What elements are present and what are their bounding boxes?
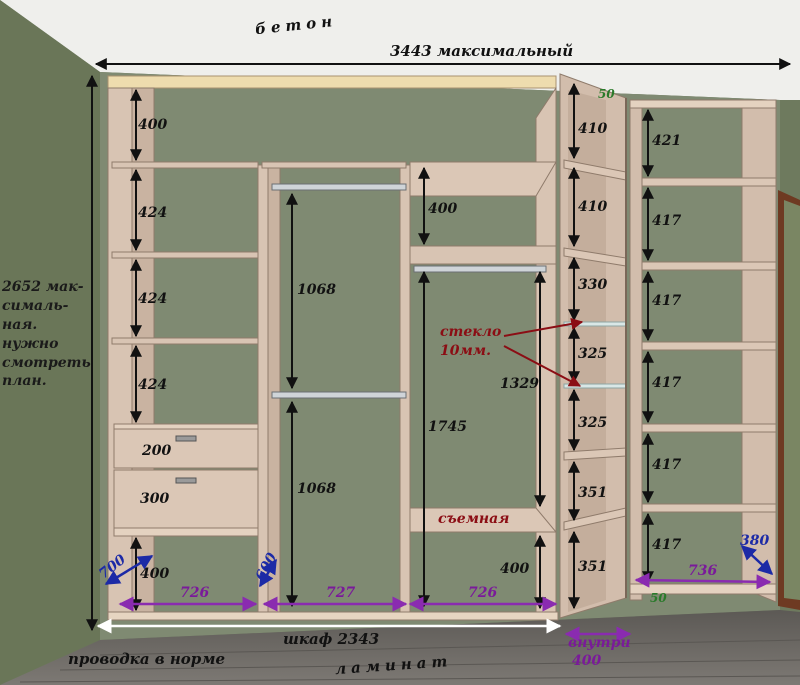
shelf-removable — [409, 507, 558, 533]
height-note: 2652 мак- сималь- ная. нужно смотреть пл… — [2, 279, 91, 390]
depth-arrow-right — [740, 544, 774, 576]
floor-plank — [59, 659, 800, 671]
glass-shelf — [563, 383, 627, 389]
ceiling — [0, 0, 800, 100]
shelf — [409, 245, 557, 265]
depth-right-label: 380 — [740, 533, 770, 549]
right-top — [629, 99, 777, 109]
column-width-label: 736 — [688, 563, 718, 579]
dim-label: 417 — [652, 537, 682, 553]
removable-label: съемная — [438, 511, 510, 527]
door-frame-inner — [784, 200, 800, 600]
glass-pointer — [503, 345, 582, 387]
dim-label: 325 — [578, 346, 608, 362]
dim-label: 400 — [138, 117, 168, 133]
glass-pointers — [503, 318, 584, 387]
wiring-note: проводка в норме — [68, 650, 226, 668]
inner-depth-label: внутри — [568, 635, 631, 651]
drawer-handle — [175, 435, 197, 442]
right-unit — [629, 99, 777, 603]
dim-label: 1329 — [500, 376, 539, 392]
dim-label: 351 — [578, 559, 608, 575]
shelf — [111, 161, 259, 169]
dim-label: 400 — [500, 561, 530, 577]
dim-label: 400 — [428, 201, 458, 217]
depth-arrow-partition — [258, 558, 278, 588]
shelf — [111, 337, 259, 345]
dim-label: 424 — [138, 377, 168, 393]
inner-depth-value: 400 — [572, 653, 602, 669]
partition-1-side — [267, 164, 281, 613]
dim-label: 410 — [578, 199, 608, 215]
dim-label: 417 — [652, 213, 682, 229]
column-width-label: 727 — [326, 585, 356, 601]
partition-1 — [257, 164, 269, 614]
width-arrows — [118, 572, 772, 642]
dim-label: 330 — [578, 277, 608, 293]
right-shelf — [641, 503, 777, 513]
column-width-label: 726 — [468, 585, 498, 601]
depth-arrows — [104, 544, 774, 588]
width-arrow — [634, 572, 772, 590]
cabinet-width-label: шкаф 2343 — [283, 630, 380, 648]
shelf — [409, 161, 557, 197]
depth-arrow-left — [104, 554, 154, 586]
dim-label: 417 — [652, 375, 682, 391]
right-side-left — [629, 99, 643, 601]
dim-label: 325 — [578, 415, 608, 431]
dim-label: 400 — [140, 566, 170, 582]
dim-label: 417 — [652, 457, 682, 473]
shelf — [111, 251, 259, 259]
total-width-label: 3443 максимальный — [390, 42, 574, 60]
drawer-top-board — [113, 423, 259, 430]
dim-label: 421 — [652, 133, 682, 149]
drawer-handle — [175, 477, 197, 484]
dim-label: 410 — [578, 121, 608, 137]
gap-bottom-label: 50 — [650, 591, 667, 605]
dim-label: 417 — [652, 293, 682, 309]
column-width-label: 726 — [180, 585, 210, 601]
hanging-rail — [271, 391, 407, 399]
glass-note: стекло 10мм. — [440, 324, 502, 359]
floor-plank — [19, 675, 800, 683]
dim-label: 424 — [138, 205, 168, 221]
dim-label: 300 — [140, 491, 170, 507]
left-wall — [0, 0, 100, 685]
glass-pointer — [503, 318, 584, 337]
right-shelf — [641, 341, 777, 351]
dim-label: 1068 — [297, 282, 336, 298]
drawer-top[interactable] — [113, 427, 259, 469]
dim-label: 1068 — [297, 481, 336, 497]
dim-label: 200 — [142, 443, 172, 459]
right-shelf — [641, 261, 777, 271]
hanging-rail — [271, 183, 407, 191]
dim-label: 1745 — [428, 419, 467, 435]
right-side-right — [741, 99, 777, 603]
right-shelf — [641, 423, 777, 433]
dimension-arrows — [86, 58, 792, 632]
gap-top-label: 50 — [598, 87, 615, 101]
shelf — [261, 161, 407, 169]
floor-plank — [99, 639, 800, 656]
plinth — [107, 611, 559, 621]
dim-label: 424 — [138, 291, 168, 307]
partition-2 — [399, 164, 411, 614]
top-board — [107, 75, 557, 89]
hanging-rail — [413, 265, 547, 273]
right-shelf — [641, 177, 777, 187]
dim-label: 351 — [578, 485, 608, 501]
drawer-base — [113, 527, 259, 537]
